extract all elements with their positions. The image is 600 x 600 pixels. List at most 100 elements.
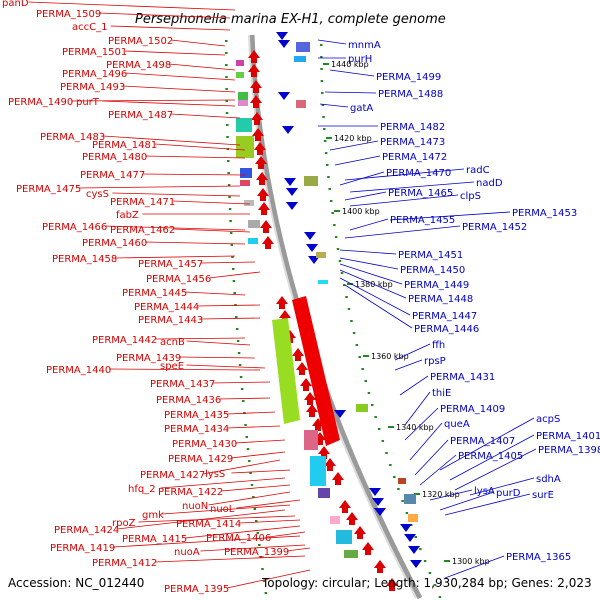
forward-gene-arrow: [262, 236, 274, 249]
right-leader-line: [394, 343, 431, 361]
left-gene-label: nuoN: [182, 501, 208, 512]
left-leader-line: [218, 397, 271, 400]
right-leader-line: [449, 434, 535, 481]
left-gene-label: PERMA_1480: [82, 152, 147, 163]
right-leader-line: [344, 168, 465, 181]
gene-feature-box: [248, 220, 260, 228]
kbp-tick-label: 1340 kbp: [396, 423, 434, 432]
left-gene-label: PERMA_1458: [52, 254, 117, 265]
forward-gene-arrow: [252, 128, 264, 141]
right-leader-line: [349, 181, 475, 193]
right-gene-label: PERMA_1482: [380, 122, 445, 133]
left-gene-label: PERMA_1435: [164, 410, 229, 421]
left-leader-line: [226, 425, 281, 429]
left-leader-line: [231, 469, 291, 474]
right-leader-line: [454, 448, 537, 491]
forward-gene-arrow: [248, 50, 260, 63]
left-gene-label: PERMA_1424: [54, 525, 119, 536]
right-leader-line: [317, 39, 347, 45]
reverse-gene-arrow: [369, 488, 381, 496]
right-gene-label: queA: [444, 419, 470, 430]
forward-gene-arrow: [258, 202, 270, 215]
ruler-dash: [225, 112, 229, 114]
ruler-dash: [328, 188, 331, 190]
right-gene-label: PERMA_1449: [404, 280, 469, 291]
ruler-dash: [397, 488, 400, 490]
ruler-dash: [244, 424, 247, 426]
left-gene-label: PERMA_1430: [172, 439, 237, 450]
left-leader-line: [112, 535, 301, 548]
left-leader-line: [178, 356, 256, 359]
kbp-tick-label: 1440 kbp: [331, 60, 369, 69]
ruler-dash: [253, 508, 257, 510]
right-gene-label: PERMA_1453: [512, 208, 577, 219]
ruler-dash: [227, 184, 231, 186]
left-leader-line: [144, 241, 246, 245]
ruler-dash: [401, 500, 404, 502]
forward-gene-arrow: [250, 95, 262, 108]
right-gene-label: rpsP: [424, 356, 446, 367]
left-leader-line: [122, 85, 236, 93]
forward-gene-arrow: [276, 296, 288, 309]
gene-feature-box: [310, 456, 326, 486]
right-leader-line: [404, 391, 431, 426]
left-leader-line: [208, 271, 261, 279]
left-gene-label: PERMA_1437: [150, 379, 215, 390]
ruler-dash: [227, 172, 230, 174]
left-leader-line: [28, 1, 236, 11]
label-leaders: [28, 1, 537, 589]
left-leader-line: [186, 340, 251, 346]
forward-gene-arrow: [362, 542, 374, 555]
left-gene-label: PERMA_1456: [146, 274, 211, 285]
left-gene-label: PERMA_1444: [134, 302, 199, 313]
ruler-dash: [225, 100, 229, 102]
forward-gene-arrow: [256, 172, 268, 185]
left-gene-label: PERMA_1429: [168, 454, 233, 465]
ruler-dash: [238, 364, 242, 366]
right-leader-line: [389, 211, 511, 221]
left-leader-line: [144, 155, 246, 159]
forward-gene-arrow: [254, 142, 266, 155]
left-gene-label: PERMA_1419: [50, 543, 115, 554]
ruler-dash: [321, 104, 325, 106]
left-leader-line: [238, 519, 301, 524]
left-gene-label: PERMA_1471: [110, 197, 175, 208]
gene-feature-box: [316, 252, 326, 258]
ruler-dash: [240, 388, 244, 390]
right-gene-label: PERMA_1365: [506, 552, 571, 563]
accession-text: Accession: NC_012440: [8, 576, 144, 590]
ruler-dash: [249, 472, 252, 474]
left-gene-label: PERMA_1475: [16, 184, 81, 195]
gene-feature-box: [236, 72, 244, 78]
forward-gene-arrow: [312, 418, 324, 431]
right-gene-label: PERMA_1405: [458, 451, 523, 462]
reverse-gene-arrow: [286, 188, 298, 196]
gene-feature-box: [344, 550, 358, 558]
right-leader-line: [414, 439, 449, 476]
right-gene-label: surE: [532, 490, 554, 501]
gene-feature-box: [318, 280, 328, 284]
right-leader-line: [469, 477, 535, 496]
right-gene-label: PERMA_1450: [400, 265, 465, 276]
left-gene-label: PERMA_1414: [176, 519, 241, 530]
right-leader-line: [334, 155, 381, 166]
ruler-dash: [241, 400, 245, 402]
ruler-dash: [423, 560, 427, 562]
right-leader-line: [329, 69, 375, 77]
right-gene-label: PERMA_1447: [412, 311, 477, 322]
gene-feature-box: [330, 516, 340, 524]
ruler-dash: [419, 548, 422, 550]
gene-feature-box: [248, 238, 258, 244]
right-gene-label: PERMA_1446: [414, 324, 479, 335]
left-leader-line: [170, 39, 226, 47]
left-leader-line: [124, 72, 236, 81]
right-leader-line: [324, 91, 377, 94]
gene-feature-box: [398, 478, 406, 484]
left-gene-label: lysS: [205, 469, 225, 480]
forward-gene-arrow: [296, 362, 308, 375]
left-gene-label: PERMA_1496: [62, 69, 127, 80]
left-leader-line: [102, 135, 241, 146]
right-leader-line: [349, 194, 459, 207]
ruler-dash: [239, 376, 243, 378]
left-gene-label: PERMA_1442: [92, 335, 157, 346]
